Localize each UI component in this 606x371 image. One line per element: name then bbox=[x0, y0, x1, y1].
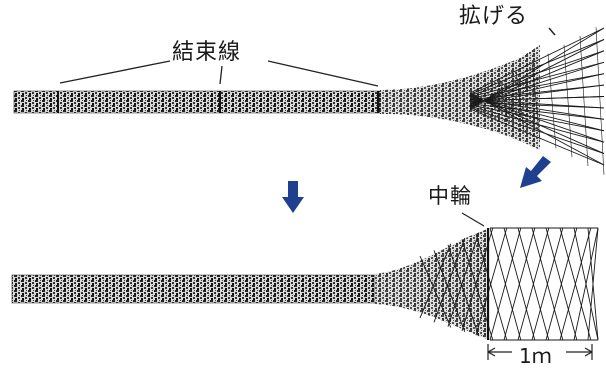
diagonal-arrow-icon bbox=[520, 156, 551, 188]
binding-leader-right bbox=[267, 60, 379, 87]
middle-ring-label: 中輪 bbox=[428, 184, 472, 208]
lower-bundled-rope bbox=[11, 274, 376, 304]
binding-line-label: 結束線 bbox=[172, 40, 242, 65]
upper-bundled-rope bbox=[13, 90, 381, 114]
lower-net bbox=[11, 212, 599, 341]
spread-label: 拡げる bbox=[459, 4, 529, 29]
length-label: 1ｍ bbox=[519, 344, 552, 368]
middle-ring-leader bbox=[461, 212, 485, 227]
binding-leader-left bbox=[59, 60, 171, 84]
spread-tick bbox=[548, 27, 556, 36]
upper-mesh bbox=[469, 27, 605, 175]
down-arrow-icon bbox=[282, 181, 304, 213]
upper-taper bbox=[380, 45, 540, 150]
binding-leader-middle bbox=[219, 65, 223, 85]
lower-mesh bbox=[419, 227, 599, 341]
length-dimension bbox=[487, 344, 593, 360]
upper-net bbox=[13, 27, 605, 175]
